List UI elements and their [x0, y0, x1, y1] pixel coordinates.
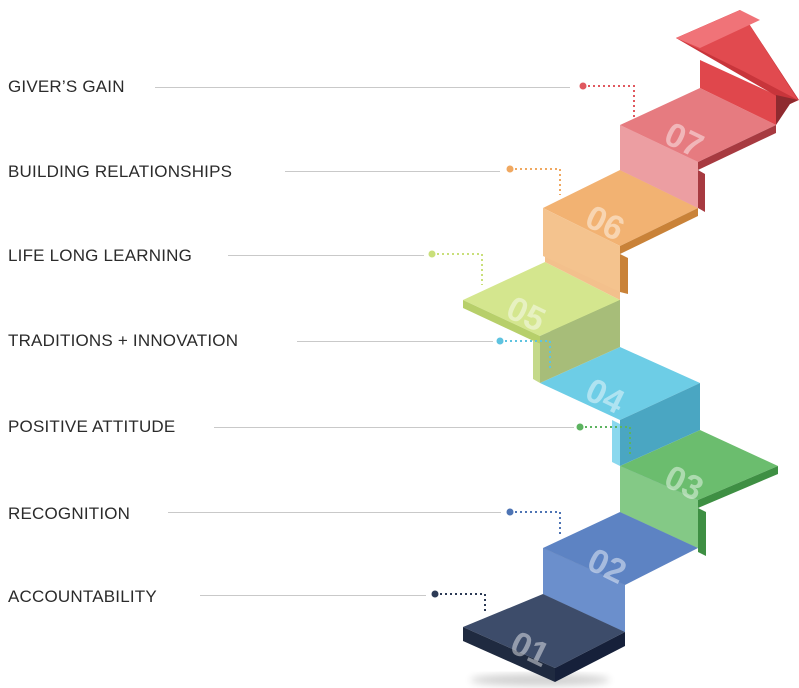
- step-07: [620, 88, 776, 212]
- leader-line-traditions-innovation: [297, 341, 493, 342]
- ground-shadow: [470, 674, 610, 686]
- label-positive-attitude: POSITIVE ATTITUDE: [8, 417, 176, 436]
- label-traditions-innovation: TRADITIONS + INNOVATION: [8, 331, 239, 350]
- label-givers-gain: GIVER’S GAIN: [8, 77, 125, 96]
- leader-line-positive-attitude: [214, 427, 574, 428]
- dotted-leader-03: [580, 426, 631, 455]
- dot-01: [431, 590, 439, 598]
- leader-line-life-long-learning: [228, 255, 424, 256]
- dotted-leader-02: [510, 511, 561, 535]
- label-life-long-learning: LIFE LONG LEARNING: [8, 246, 193, 265]
- leader-line-accountability: [200, 595, 426, 596]
- leader-line-givers-gain: [155, 87, 570, 88]
- dot-04: [496, 337, 504, 345]
- label-recognition: RECOGNITION: [8, 504, 131, 523]
- dotted-leader-05: [432, 253, 483, 285]
- dot-02: [506, 508, 514, 516]
- dotted-leader-07: [583, 85, 635, 118]
- leader-line-recognition: [168, 512, 501, 513]
- dot-06: [506, 165, 514, 173]
- dotted-leader-04: [500, 340, 551, 370]
- arrow-head: [676, 10, 799, 125]
- dot-05: [428, 250, 436, 258]
- step-03: [620, 430, 778, 556]
- leader-line-building-relationships: [285, 171, 500, 172]
- dot-03: [576, 423, 584, 431]
- dotted-leader-06: [510, 168, 561, 195]
- dotted-leader-01: [435, 593, 486, 612]
- label-accountability: ACCOUNTABILITY: [8, 587, 157, 606]
- dot-07: [579, 82, 587, 90]
- label-building-relationships: BUILDING RELATIONSHIPS: [8, 162, 233, 181]
